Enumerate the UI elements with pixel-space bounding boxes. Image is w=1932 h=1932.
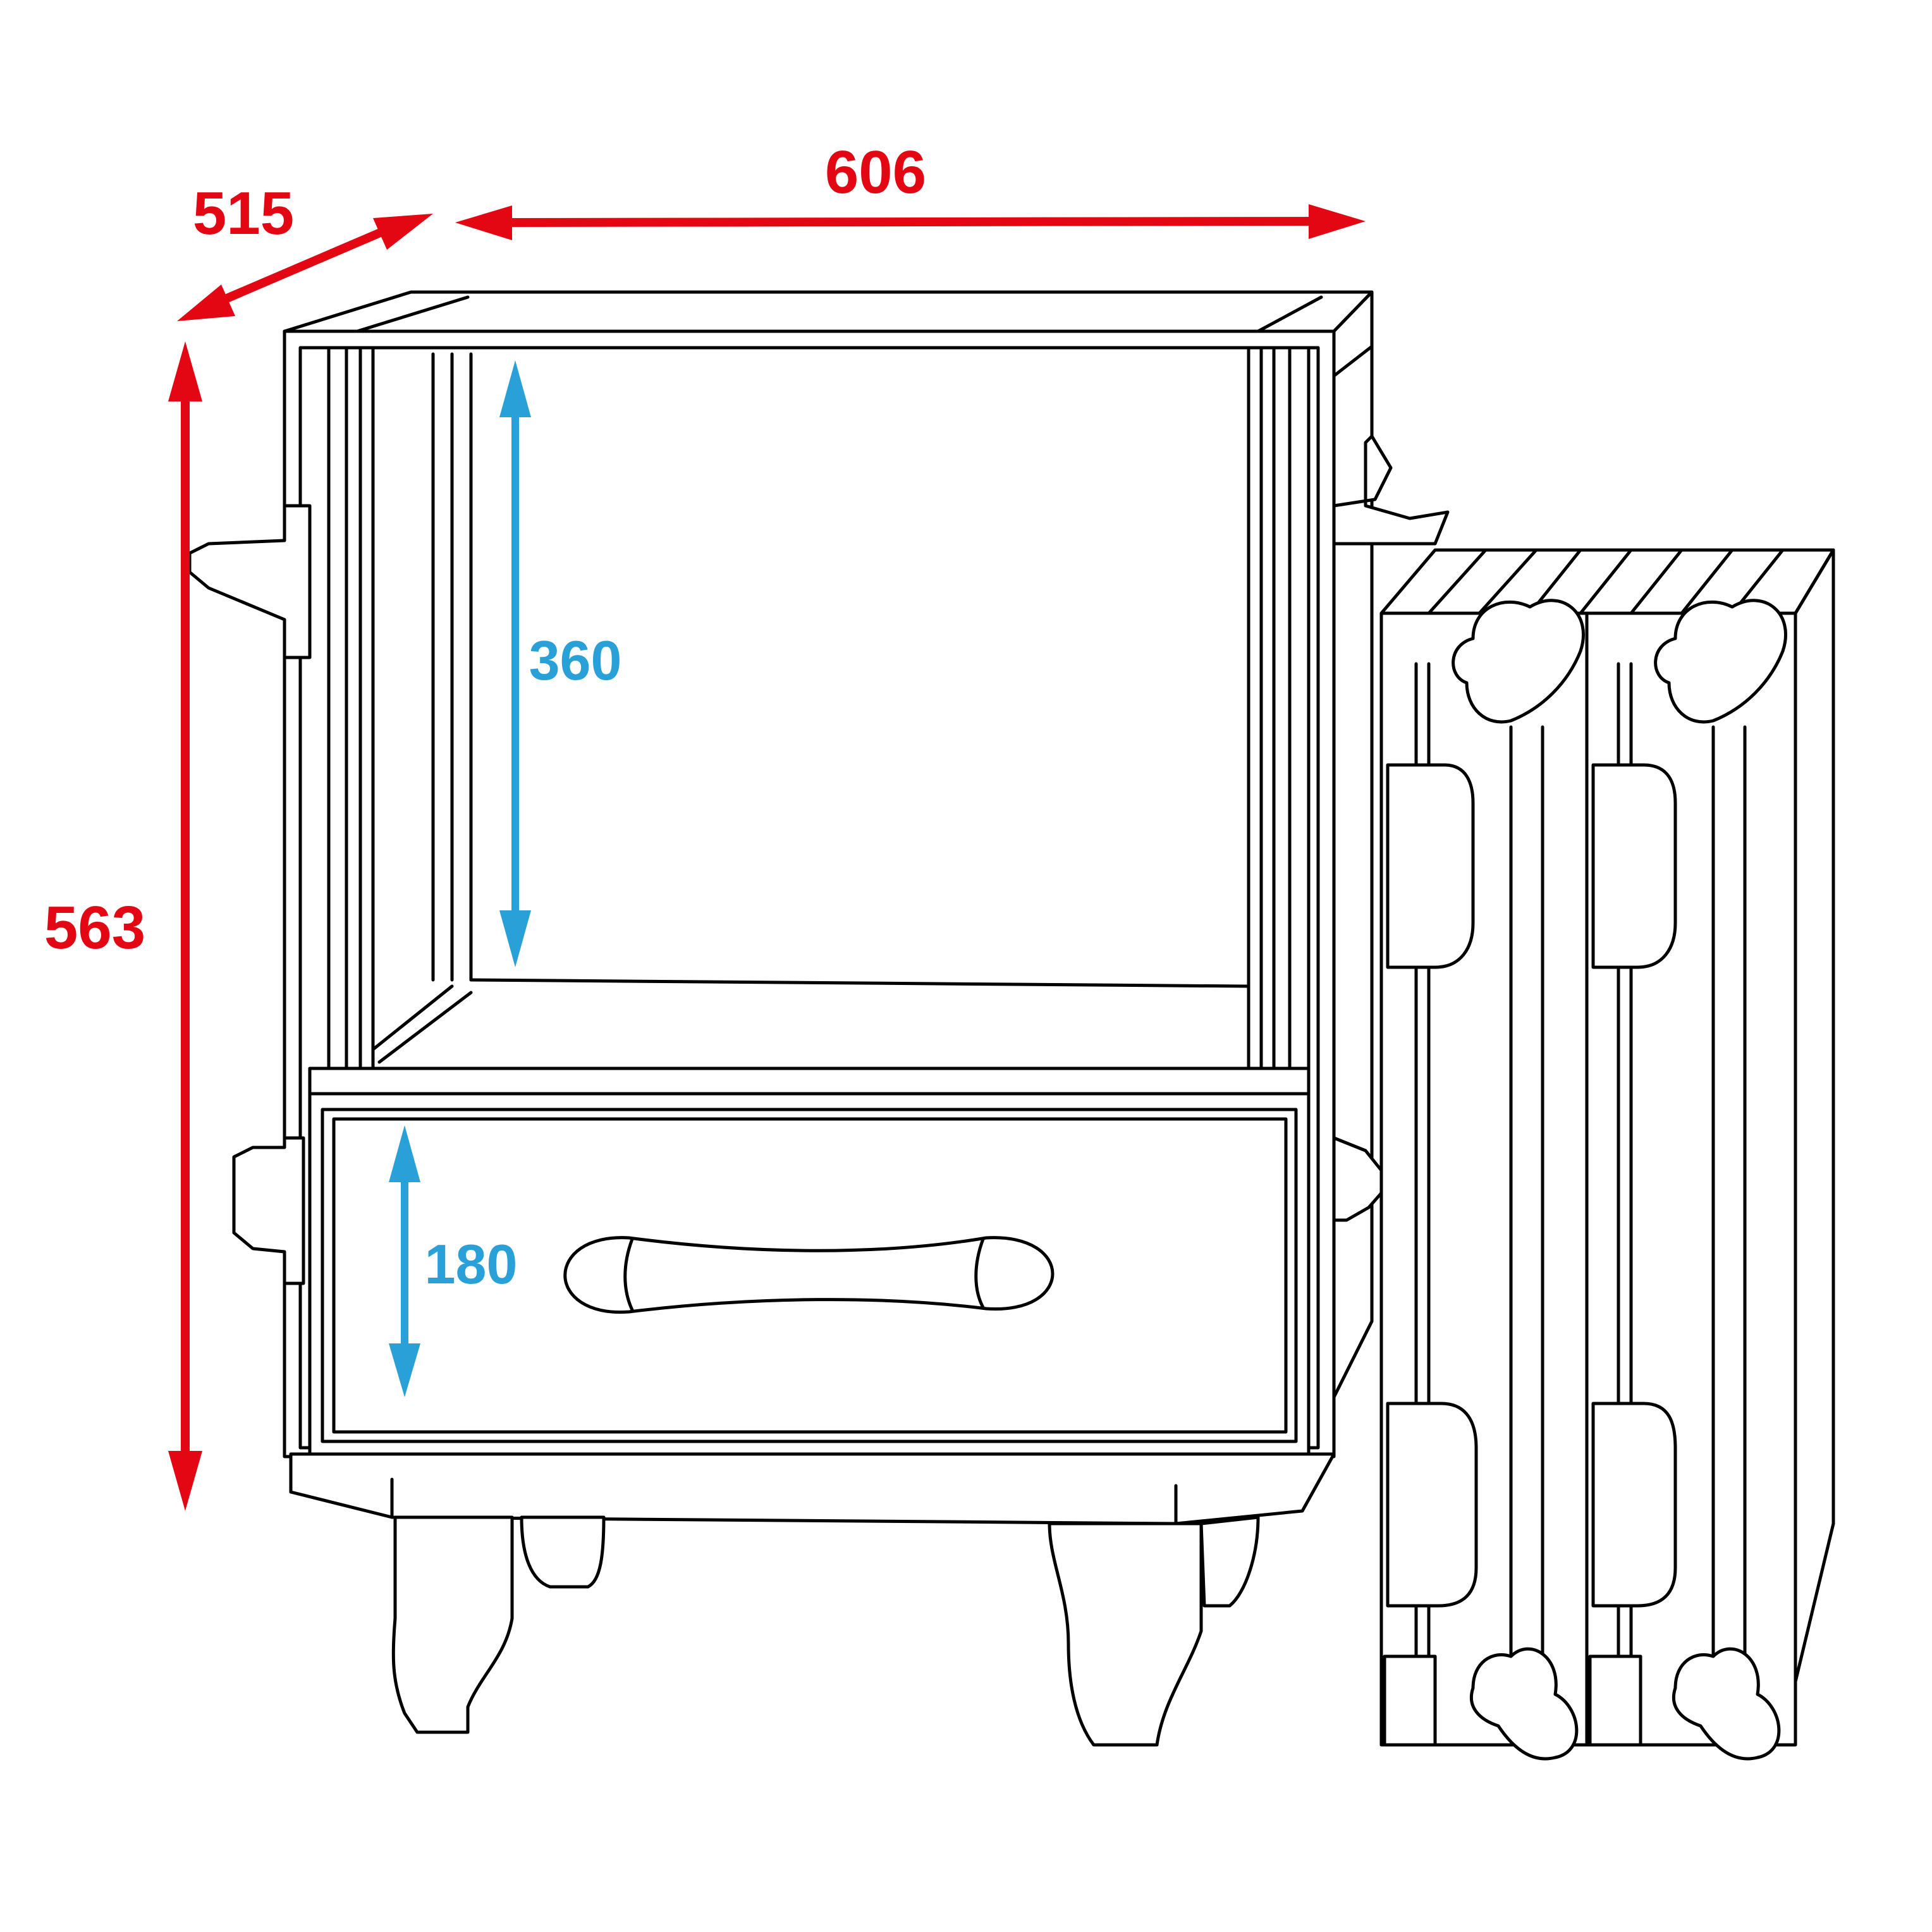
removed-lid-front	[1379, 548, 1639, 1761]
arrow-head-top	[168, 341, 202, 401]
dimension-upper-compartment: 360	[499, 360, 621, 967]
upper-compartment-label: 360	[529, 629, 622, 692]
dimension-height: 563	[44, 341, 202, 1511]
removed-lid-back	[1579, 548, 1835, 1761]
height-label: 563	[44, 894, 145, 962]
wheel-back-left	[520, 1515, 606, 1589]
drawer-handle	[563, 1236, 1055, 1314]
dimension-width: 606	[455, 138, 1366, 240]
caster-wheels	[391, 1515, 1260, 1747]
left-latch-upper	[188, 504, 312, 659]
case-body	[188, 290, 1450, 1525]
drawer-label: 180	[425, 1233, 518, 1295]
width-label: 606	[825, 138, 926, 206]
arrow-head-bottom	[499, 910, 531, 967]
right-hinge-upper	[1332, 434, 1450, 546]
right-hinge-lower	[1332, 1136, 1393, 1222]
dimension-depth: 515	[177, 180, 433, 321]
arrow-head-top	[389, 1125, 420, 1182]
wheel-front-right	[1048, 1522, 1203, 1747]
arrow-head-bottom	[168, 1451, 202, 1511]
arrow-head-bottom	[389, 1343, 420, 1397]
depth-label: 515	[193, 180, 294, 247]
dimension-drawer: 180	[389, 1125, 517, 1397]
left-latch-lower	[232, 1136, 305, 1285]
arrow-head-top-right	[373, 214, 433, 250]
wheel-back-right	[1199, 1515, 1260, 1608]
arrow-head-bottom-left	[177, 284, 235, 321]
wheel-front-left	[391, 1515, 514, 1734]
arrow-head-top	[499, 360, 531, 417]
arrow-head-right	[1309, 204, 1366, 239]
arrow-head-left	[455, 205, 512, 240]
